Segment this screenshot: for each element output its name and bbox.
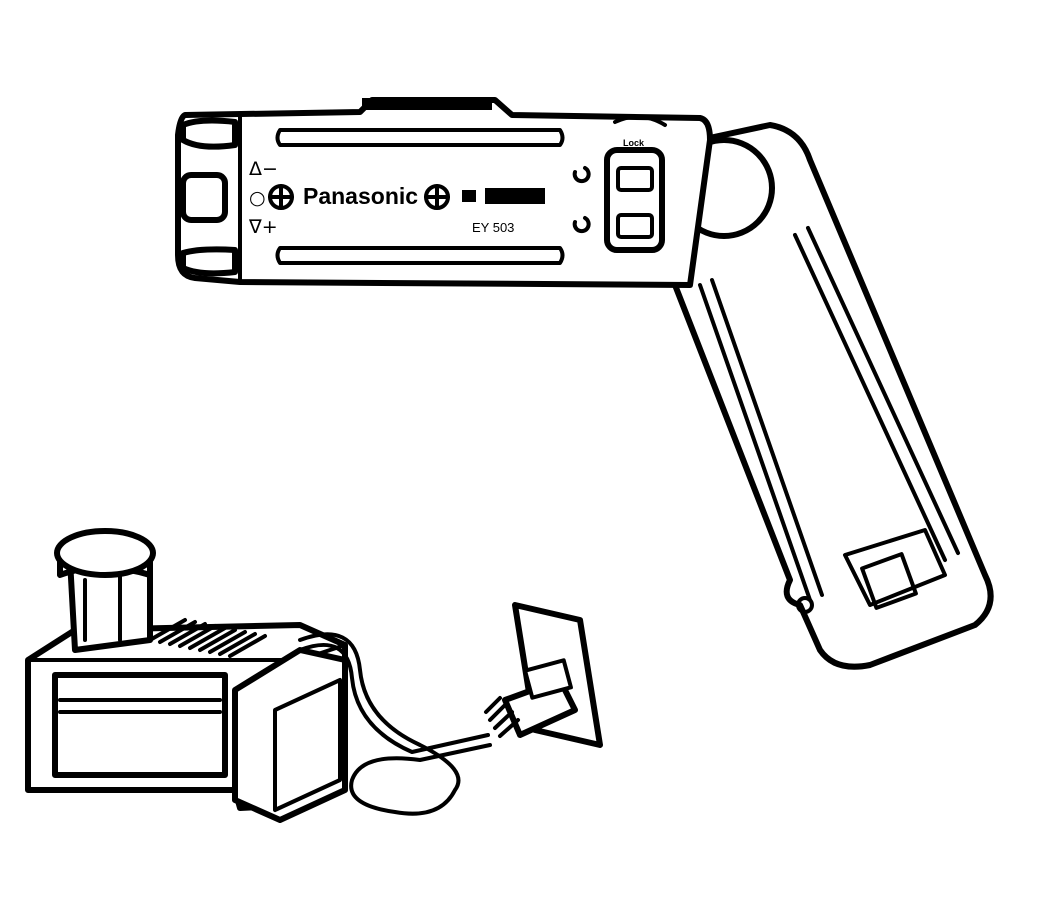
small-mark [462, 190, 476, 202]
charger-vents [148, 618, 267, 658]
direction-forward-mark: Δ− [249, 158, 278, 180]
direction-reverse-mark: ∇+ [248, 216, 278, 238]
top-slide-switch [362, 98, 492, 110]
power-cord [298, 632, 492, 816]
wall-outlet [484, 602, 603, 748]
crosshead-icon [268, 184, 294, 210]
battery-charger [25, 528, 492, 823]
lock-label: Lock [623, 138, 645, 148]
direction-neutral-mark: ○ [249, 187, 266, 209]
black-label-block [485, 188, 545, 204]
chuck-button [180, 172, 228, 223]
drill-body: Panasonic EY 503 Lock Δ− ○ ∇+ [175, 97, 713, 288]
handle-bottom-tab [860, 552, 918, 610]
lanyard-hole [796, 596, 814, 614]
cordless-screwdriver: Panasonic EY 503 Lock Δ− ○ ∇+ [175, 97, 994, 670]
battery-pack [54, 528, 156, 653]
model-label: EY 503 [472, 220, 514, 235]
charger-front-panel [52, 672, 228, 778]
drill-handle [668, 122, 994, 670]
power-plug [484, 658, 578, 738]
brand-label: Panasonic [303, 183, 418, 209]
crosshead-icon [424, 184, 450, 210]
